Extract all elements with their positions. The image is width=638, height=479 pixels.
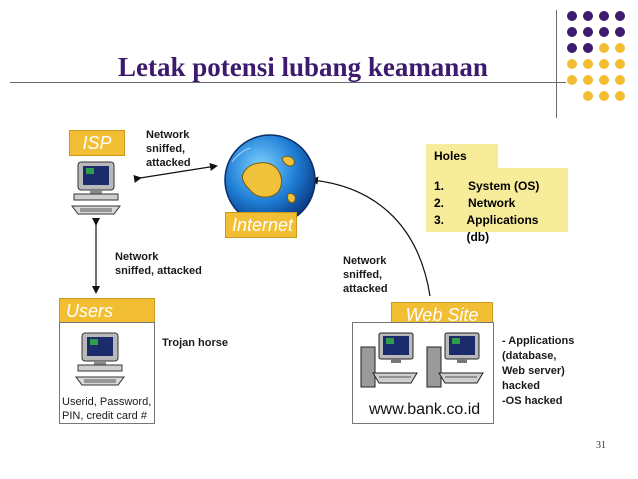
server-computer-icon xyxy=(426,332,484,388)
holes-item: 3.Applications (db) xyxy=(434,213,539,244)
holes-item: 1.System (OS) xyxy=(434,179,540,193)
vertical-rule xyxy=(556,10,557,118)
note-isp-users: Network sniffed, attacked xyxy=(115,251,202,277)
dot-grid-decoration xyxy=(567,11,625,101)
server-computer-icon xyxy=(360,332,418,388)
internet-label: Internet xyxy=(225,212,297,238)
users-panel: Userid, Password, PIN, credit card # xyxy=(59,322,155,424)
holes-list: 1.System (OS) 2.Network 3.Applications (… xyxy=(426,168,568,244)
holes-header: Holes xyxy=(426,144,498,168)
isp-computer-icon xyxy=(71,161,121,215)
page-title: Letak potensi lubang keamanan xyxy=(118,52,488,82)
page-number: 31 xyxy=(596,440,606,451)
website-panel: www.bank.co.id xyxy=(352,322,494,424)
isp-label: ISP xyxy=(69,130,125,156)
users-label: Users xyxy=(59,298,155,324)
note-internet-website: Network sniffed, attacked xyxy=(343,255,388,295)
internet-globe-icon xyxy=(224,134,316,226)
website-url: www.bank.co.id xyxy=(369,401,481,418)
note-website-holes: - Applications (database, Web server) ha… xyxy=(502,335,575,407)
note-isp-internet: Network sniffed, attacked xyxy=(146,129,191,169)
arrow-website-internet xyxy=(310,176,431,297)
note-trojan-horse: Trojan horse xyxy=(162,337,229,349)
horizontal-rule xyxy=(10,82,566,83)
arrow-isp-internet xyxy=(133,162,218,183)
user-computer-icon xyxy=(75,332,125,386)
holes-item: 2.Network xyxy=(434,196,516,210)
users-caption: Userid, Password, PIN, credit card # xyxy=(62,396,152,422)
